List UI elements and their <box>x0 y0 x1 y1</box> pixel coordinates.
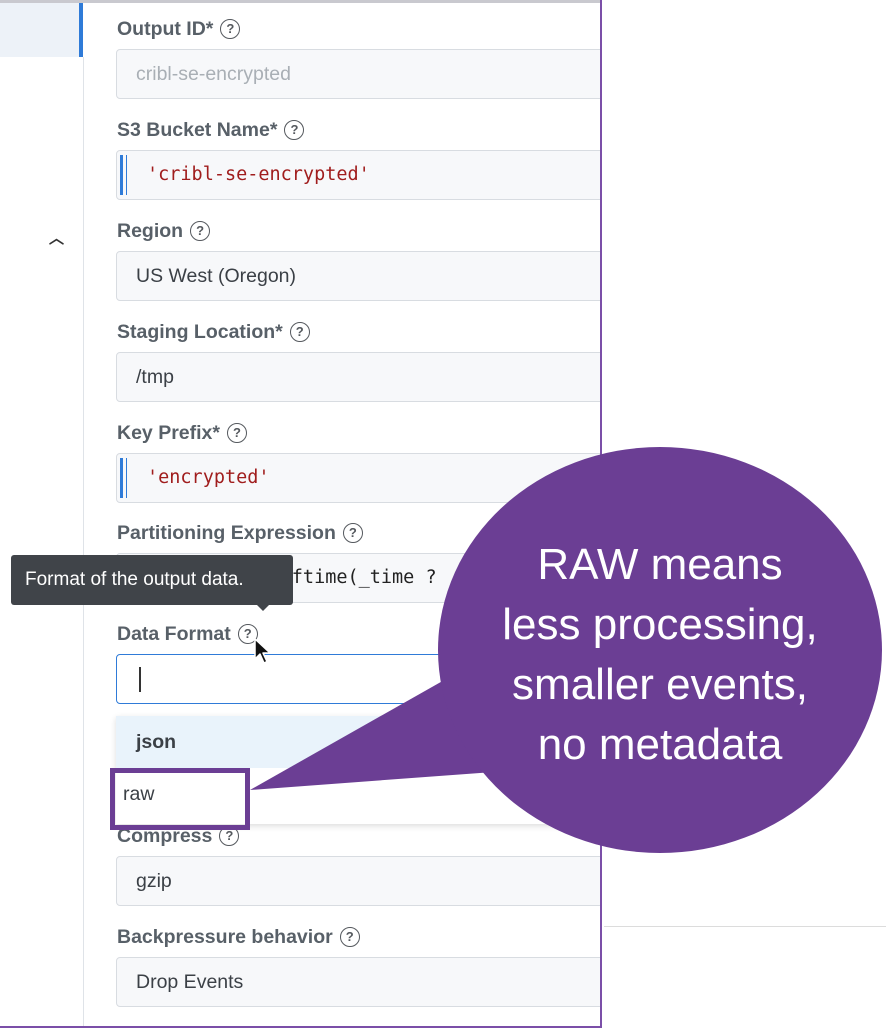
sidebar-active-indicator <box>79 3 83 57</box>
data-format-label: Data Format? <box>117 623 258 646</box>
help-circle-icon[interactable]: ? <box>284 120 305 140</box>
output-id-field[interactable]: cribl-se-encrypted <box>116 49 600 99</box>
data-format-label-text: Data Format <box>117 623 231 645</box>
s3-bucket-field[interactable]: 'cribl-se-encrypted' <box>116 150 600 200</box>
region-select[interactable]: US West (Oregon) <box>116 251 600 301</box>
chevron-up-icon[interactable]: ︿ <box>49 230 65 247</box>
help-circle-icon[interactable]: ? <box>342 523 363 543</box>
backpressure-label: Backpressure behavior? <box>117 926 360 949</box>
sidebar-divider <box>83 57 84 1026</box>
backpressure-select[interactable]: Drop Events <box>116 957 600 1007</box>
staging-location-label-text: Staging Location* <box>117 321 283 343</box>
text-caret <box>139 667 141 692</box>
callout-line-1: RAW means <box>537 540 783 589</box>
partitioning-expression-label: Partitioning Expression? <box>117 522 363 545</box>
region-label: Region? <box>117 220 211 243</box>
help-circle-icon[interactable]: ? <box>190 221 211 241</box>
callout-line-2: less processing, <box>502 600 818 649</box>
help-circle-icon[interactable]: ? <box>237 624 258 644</box>
help-circle-icon[interactable]: ? <box>220 19 241 39</box>
sidebar-active-item[interactable] <box>0 3 83 57</box>
help-circle-icon[interactable]: ? <box>289 322 310 342</box>
dropdown-option-raw[interactable]: raw <box>123 783 155 805</box>
help-tooltip: Format of the output data. <box>11 555 293 605</box>
output-id-label-text: Output ID* <box>117 18 214 40</box>
staging-location-label: Staging Location*? <box>117 321 310 344</box>
tooltip-arrow <box>255 603 271 611</box>
background-divider <box>604 926 886 927</box>
region-label-text: Region <box>117 220 184 242</box>
help-circle-icon[interactable]: ? <box>226 423 247 443</box>
s3-bucket-label-text: S3 Bucket Name* <box>117 119 278 141</box>
panel-top-border <box>0 0 600 3</box>
key-prefix-label: Key Prefix*? <box>117 422 247 445</box>
output-id-label: Output ID*? <box>117 18 241 41</box>
callout-line-4: no metadata <box>537 720 783 769</box>
partitioning-expression-label-text: Partitioning Expression <box>117 522 336 544</box>
compress-select[interactable]: gzip <box>116 856 600 906</box>
staging-location-field[interactable]: /tmp <box>116 352 600 402</box>
backpressure-label-text: Backpressure behavior <box>117 926 333 948</box>
callout-text: RAW means less processing, smaller event… <box>462 535 858 775</box>
s3-bucket-label: S3 Bucket Name*? <box>117 119 305 142</box>
help-circle-icon[interactable]: ? <box>339 927 360 947</box>
compress-label-text: Compress <box>117 825 213 847</box>
key-prefix-label-text: Key Prefix* <box>117 422 220 444</box>
callout-line-3: smaller events, <box>512 660 808 709</box>
mouse-pointer-icon <box>254 638 271 664</box>
raw-option-highlight-box <box>110 768 250 830</box>
